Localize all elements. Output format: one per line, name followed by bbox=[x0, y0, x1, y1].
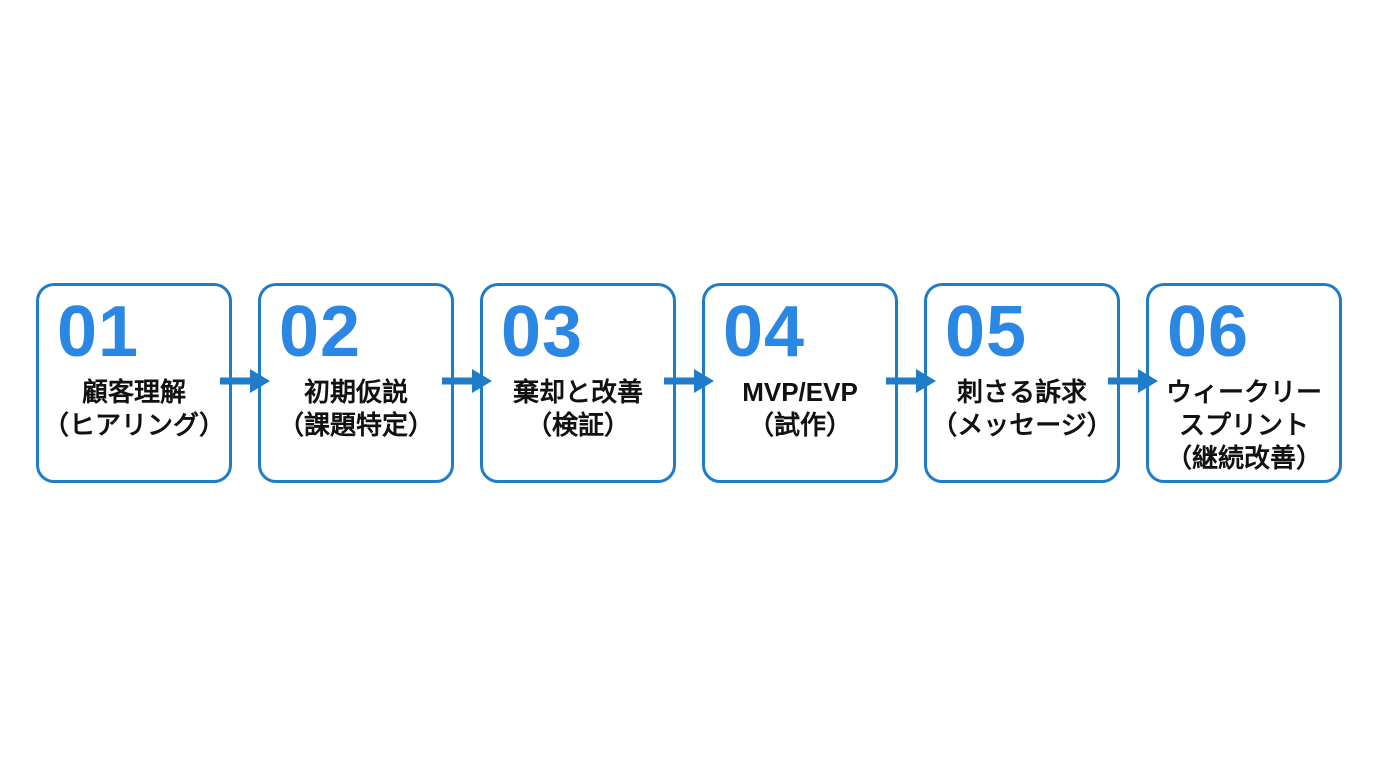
step-box-4: 04 MVP/EVP （試作） bbox=[702, 283, 898, 483]
step-label-line: （継続改善） bbox=[1165, 443, 1322, 473]
step-label-line: MVP/EVP bbox=[742, 377, 858, 407]
step-box-5: 05 刺さる訴求 （メッセージ） bbox=[924, 283, 1120, 483]
step-label-line: 刺さる訴求 bbox=[956, 377, 1087, 407]
step-label: MVP/EVP （試作） bbox=[705, 376, 895, 442]
step-label-line: 顧客理解 bbox=[81, 377, 186, 407]
step-number: 03 bbox=[501, 292, 584, 372]
step-label: ウィークリー スプリント （継続改善） bbox=[1149, 376, 1339, 475]
step-label: 初期仮説 （課題特定） bbox=[261, 376, 451, 442]
step-label-line: スプリント bbox=[1178, 410, 1309, 440]
step-label-line: ウィークリー bbox=[1165, 377, 1322, 407]
step-number: 01 bbox=[57, 292, 140, 372]
step-label-line: （検証） bbox=[525, 410, 630, 440]
step-box-2: 02 初期仮説 （課題特定） bbox=[258, 283, 454, 483]
step-label-line: （試作） bbox=[747, 410, 852, 440]
step-box-1: 01 顧客理解 （ヒアリング） bbox=[36, 283, 232, 483]
step-label: 顧客理解 （ヒアリング） bbox=[39, 376, 229, 442]
arrow-right-icon bbox=[664, 369, 714, 393]
arrow-right-icon bbox=[442, 369, 492, 393]
step-box-6: 06 ウィークリー スプリント （継続改善） bbox=[1146, 283, 1342, 483]
arrow-right-icon bbox=[886, 369, 936, 393]
step-number: 06 bbox=[1167, 292, 1250, 372]
step-label: 棄却と改善 （検証） bbox=[483, 376, 673, 442]
process-flow: 01 顧客理解 （ヒアリング） 02 初期仮説 （課題特定） 03 棄却と改善 … bbox=[36, 283, 1342, 483]
step-label: 刺さる訴求 （メッセージ） bbox=[927, 376, 1117, 442]
step-box-3: 03 棄却と改善 （検証） bbox=[480, 283, 676, 483]
step-label-line: 初期仮説 bbox=[303, 377, 408, 407]
step-label-line: （課題特定） bbox=[277, 410, 434, 440]
step-label-line: （メッセージ） bbox=[931, 410, 1113, 440]
step-label-line: 棄却と改善 bbox=[512, 377, 643, 407]
step-number: 05 bbox=[945, 292, 1028, 372]
arrow-right-icon bbox=[220, 369, 270, 393]
step-number: 02 bbox=[279, 292, 362, 372]
step-label-line: （ヒアリング） bbox=[42, 410, 225, 440]
arrow-right-icon bbox=[1108, 369, 1158, 393]
step-number: 04 bbox=[723, 292, 806, 372]
